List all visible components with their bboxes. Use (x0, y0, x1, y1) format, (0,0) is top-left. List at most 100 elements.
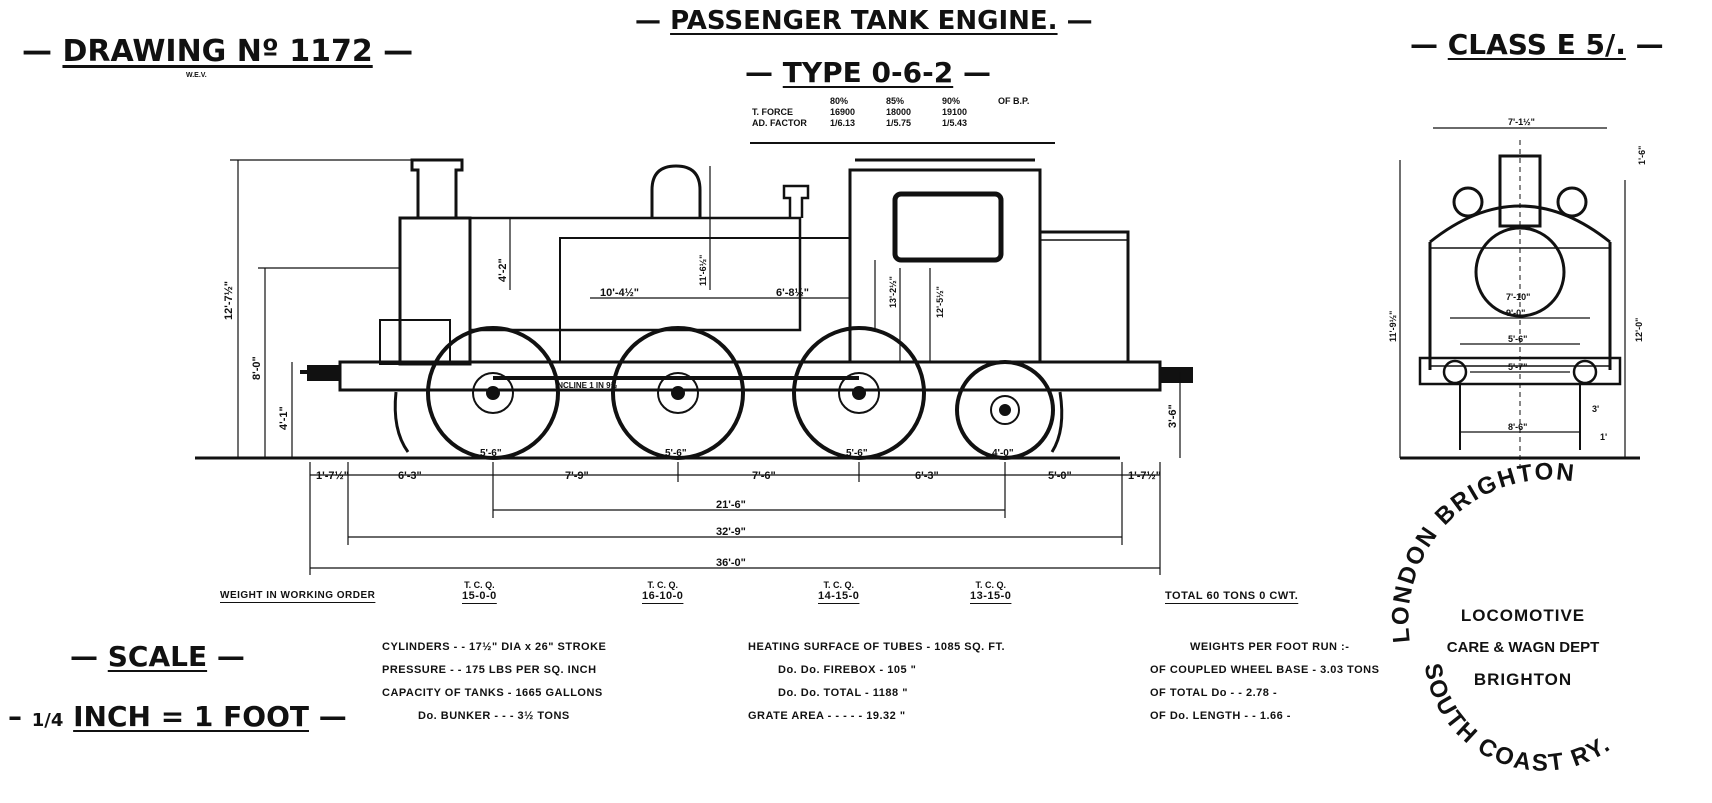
tcq-header: T. C. Q. (823, 580, 854, 590)
adh-80: 1/6.13 (830, 118, 856, 128)
spec-line: OF TOTAL Do - - 2.78 - (1150, 687, 1278, 699)
page-title: — PASSENGER TANK ENGINE. — (635, 6, 1093, 36)
rear-buffer (1161, 367, 1193, 383)
axle-weight-3: T. C. Q. 14-15-0 (818, 580, 859, 602)
dim-buffer-height: 3'-6" (1167, 404, 1179, 428)
dim-inner-height-2: 13'-2½" (888, 276, 898, 308)
wheel-diameter-3: 5'-6" (846, 448, 868, 459)
axle-weight-value: 15-0-0 (462, 590, 497, 602)
axle-weight-1: T. C. Q. 15-0-0 (462, 580, 497, 602)
spacing-5: 6'-3" (915, 470, 939, 482)
end-small-dim-2: 1' (1600, 432, 1607, 442)
percent-80: 80% (830, 96, 849, 106)
spec-line: GRATE AREA - - - - - 19.32 " (748, 710, 906, 722)
end-boiler-width: 7'-10" (1506, 292, 1530, 302)
adh-label: AD. FACTOR (752, 118, 807, 128)
stamp-centre: LOCOMOTIVE CARE & WAGN DEPT BRIGHTON (1428, 600, 1618, 696)
spec-line: CAPACITY OF TANKS - 1665 GALLONS (382, 687, 603, 699)
axle-weight-value: 14-15-0 (818, 590, 860, 602)
safety-valve (782, 184, 810, 218)
end-top-width: 7'-1½" (1508, 117, 1535, 127)
dim-gradient: INCLINE 1 IN 9½ (555, 381, 618, 390)
trailing-wheel (955, 360, 1055, 460)
end-small-dim-1: 3' (1592, 404, 1599, 414)
stamp-line-1: LOCOMOTIVE (1460, 606, 1586, 625)
end-height-left: 11'-9½" (1388, 311, 1398, 342)
spacing-7: 1'-7½" (1128, 470, 1161, 482)
wheel-2 (611, 326, 745, 460)
tractive-table: 80% 85% 90% OF B.P. T. FORCE 16900 18000… (752, 96, 1029, 128)
spacing-4: 7'-6" (752, 470, 776, 482)
dim-inner-height-3: 12'-5½" (935, 286, 945, 318)
end-roof-drop: 1'-6" (1637, 146, 1647, 165)
end-buffer-centres: 5'-7" (1508, 362, 1527, 372)
spec-line: OF COUPLED WHEEL BASE - 3.03 TONS (1150, 664, 1380, 676)
tforce-label: T. FORCE (752, 107, 794, 117)
adh-90: 1/5.43 (942, 118, 968, 128)
wheelbase-coupled: 21'-6" (716, 499, 746, 511)
cab-window (892, 191, 1004, 263)
axle-weight-value: 13-15-0 (970, 590, 1012, 602)
drawing-number: — DRAWING Nº 1172 — (22, 34, 414, 69)
total-weight: TOTAL 60 TONS 0 CWT. (1165, 590, 1299, 602)
dim-barrel-length: 10'-4½" (600, 287, 639, 299)
end-frame-width: 5'-6" (1508, 334, 1527, 344)
dim-height-platform: 4'-1" (278, 406, 290, 430)
spacing-1: 1'-7½" (316, 470, 349, 482)
dim-inner-height-1: 11'-6½" (698, 255, 708, 286)
tforce-80: 16900 (830, 107, 856, 117)
coal-bunker (1040, 230, 1130, 364)
dim-dome-height: 4'-2" (497, 258, 509, 282)
tforce-85: 18000 (886, 107, 912, 117)
spec-line: CYLINDERS - - 17½" DIA x 26" STROKE (382, 641, 607, 653)
length-total: 36'-0" (716, 557, 746, 569)
front-buffer (307, 365, 339, 381)
percent-90: 90% (942, 96, 961, 106)
spec-line: PRESSURE - - 175 LBS PER SQ. INCH (382, 664, 597, 676)
adh-85: 1/5.75 (886, 118, 912, 128)
tcq-header: T. C. Q. (975, 580, 1006, 590)
drawer-initials: W.E.V. (186, 72, 207, 79)
percent-suffix: OF B.P. (998, 96, 1030, 106)
axle-weight-2: T. C. Q. 16-10-0 (642, 580, 683, 602)
wheel-1 (426, 326, 560, 460)
end-view (1399, 127, 1640, 470)
engine-type: — TYPE 0-6-2 — (745, 56, 991, 89)
cab (848, 168, 1042, 364)
wheelbase-total: 32'-9" (716, 526, 746, 538)
tcq-header: T. C. Q. (464, 580, 495, 590)
spec-line: Do. Do. TOTAL - 1188 " (778, 687, 908, 699)
spec-line: OF Do. LENGTH - - 1.66 - (1150, 710, 1291, 722)
tcq-header: T. C. Q. (647, 580, 678, 590)
percent-85: 85% (886, 96, 905, 106)
specs-heating: HEATING SURFACE OF TUBES - 1085 SQ. FT. … (748, 636, 1005, 728)
spacing-3: 7'-9" (565, 470, 589, 482)
scale-fraction: 1/4 (31, 710, 64, 731)
wheel-diameter-1: 5'-6" (480, 448, 502, 459)
wheel-diameter-2: 5'-6" (665, 448, 687, 459)
specs-cylinders: CYLINDERS - - 17½" DIA x 26" STROKE PRES… (382, 636, 606, 728)
dim-height-boiler: 8'-0" (251, 356, 263, 380)
engine-class: — CLASS E 5/. — (1410, 28, 1664, 61)
end-height-right: 12'-0" (1634, 318, 1644, 342)
spec-line: Do. BUNKER - - - 3½ TONS (418, 710, 570, 722)
dim-tank-length: 6'-8½" (776, 287, 809, 299)
end-tank-width: 9'-0" (1506, 308, 1525, 318)
dome (650, 164, 702, 218)
spec-line: Do. Do. FIREBOX - 105 " (778, 664, 917, 676)
wheel-diameter-4: 4'-0" (992, 448, 1014, 459)
spec-line: HEATING SURFACE OF TUBES - 1085 SQ. FT. (748, 641, 1006, 653)
smokebox (398, 216, 472, 366)
spacing-6: 5'-0" (1048, 470, 1072, 482)
axle-weight-value: 16-10-0 (642, 590, 684, 602)
spacing-2: 6'-3" (398, 470, 422, 482)
wheel-3 (792, 326, 926, 460)
end-track-width: 8'-6" (1508, 422, 1527, 432)
stamp-line-2: CARE & WAGN DEPT (1446, 639, 1600, 656)
weight-label: WEIGHT IN WORKING ORDER (220, 590, 376, 601)
axle-weight-4: T. C. Q. 13-15-0 (970, 580, 1011, 602)
boiler-barrel (468, 216, 802, 332)
specs-weights-per-foot: WEIGHTS PER FOOT RUN :- OF COUPLED WHEEL… (1150, 636, 1379, 728)
dim-height-total: 12'-7½" (223, 281, 235, 320)
